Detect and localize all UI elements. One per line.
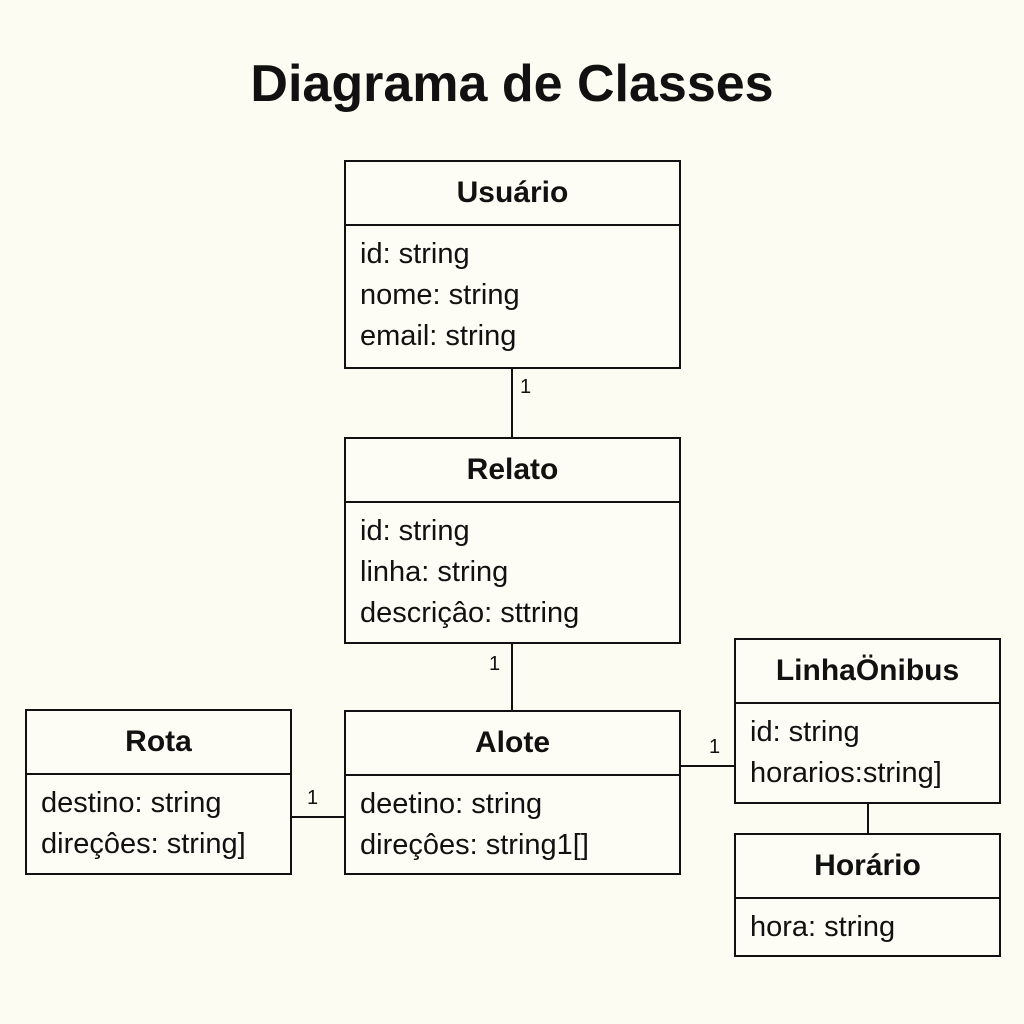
class-name: LinhaÖnibus: [736, 640, 999, 704]
attribute-list: id: string linha: string descriçâo: sttr…: [346, 503, 679, 634]
multiplicity-rota-alote: 1: [307, 787, 319, 809]
attribute: email: string: [360, 320, 517, 352]
attribute-list: deetino: string direçôes: string1[]: [346, 776, 679, 866]
class-rota: Rota destino: string direçôes: string]: [25, 709, 292, 875]
attribute: id: string: [750, 716, 860, 748]
attribute: descriçâo: sttring: [360, 597, 580, 629]
class-relato: Relato id: string linha: string descriçâ…: [344, 437, 681, 644]
attribute: horarios:string]: [750, 757, 942, 789]
attribute: nome: string: [360, 279, 520, 311]
class-alote: Alote deetino: string direçôes: string1[…: [344, 710, 681, 875]
multiplicity-alote-linha: 1: [709, 736, 721, 758]
attribute: linha: string: [360, 556, 509, 588]
class-name: Horário: [736, 835, 999, 899]
attribute: id: string: [360, 238, 470, 270]
class-usuario: Usuário id: string nome: string email: s…: [344, 160, 681, 369]
class-name: Relato: [346, 439, 679, 503]
attribute-list: id: string nome: string email: string: [346, 226, 679, 357]
attribute-list: hora: string: [736, 899, 999, 948]
attribute-list: id: string horarios:string]: [736, 704, 999, 794]
attribute: direçôes: string1[]: [360, 829, 589, 861]
class-name: Rota: [27, 711, 290, 775]
class-linha-onibus: LinhaÖnibus id: string horarios:string]: [734, 638, 1001, 804]
attribute: direçôes: string]: [41, 828, 246, 860]
attribute: deetino: string: [360, 788, 543, 820]
attribute: destino: string: [41, 787, 222, 819]
attribute-list: destino: string direçôes: string]: [27, 775, 290, 865]
class-horario: Horário hora: string: [734, 833, 1001, 957]
diagram-title: Diagrama de Classes: [250, 55, 774, 113]
class-name: Alote: [346, 712, 679, 776]
attribute: id: string: [360, 515, 470, 547]
multiplicity-usuario-relato: 1: [520, 376, 532, 398]
multiplicity-relato-alote: 1: [489, 653, 501, 675]
attribute: hora: string: [750, 911, 896, 943]
class-name: Usuário: [346, 162, 679, 226]
